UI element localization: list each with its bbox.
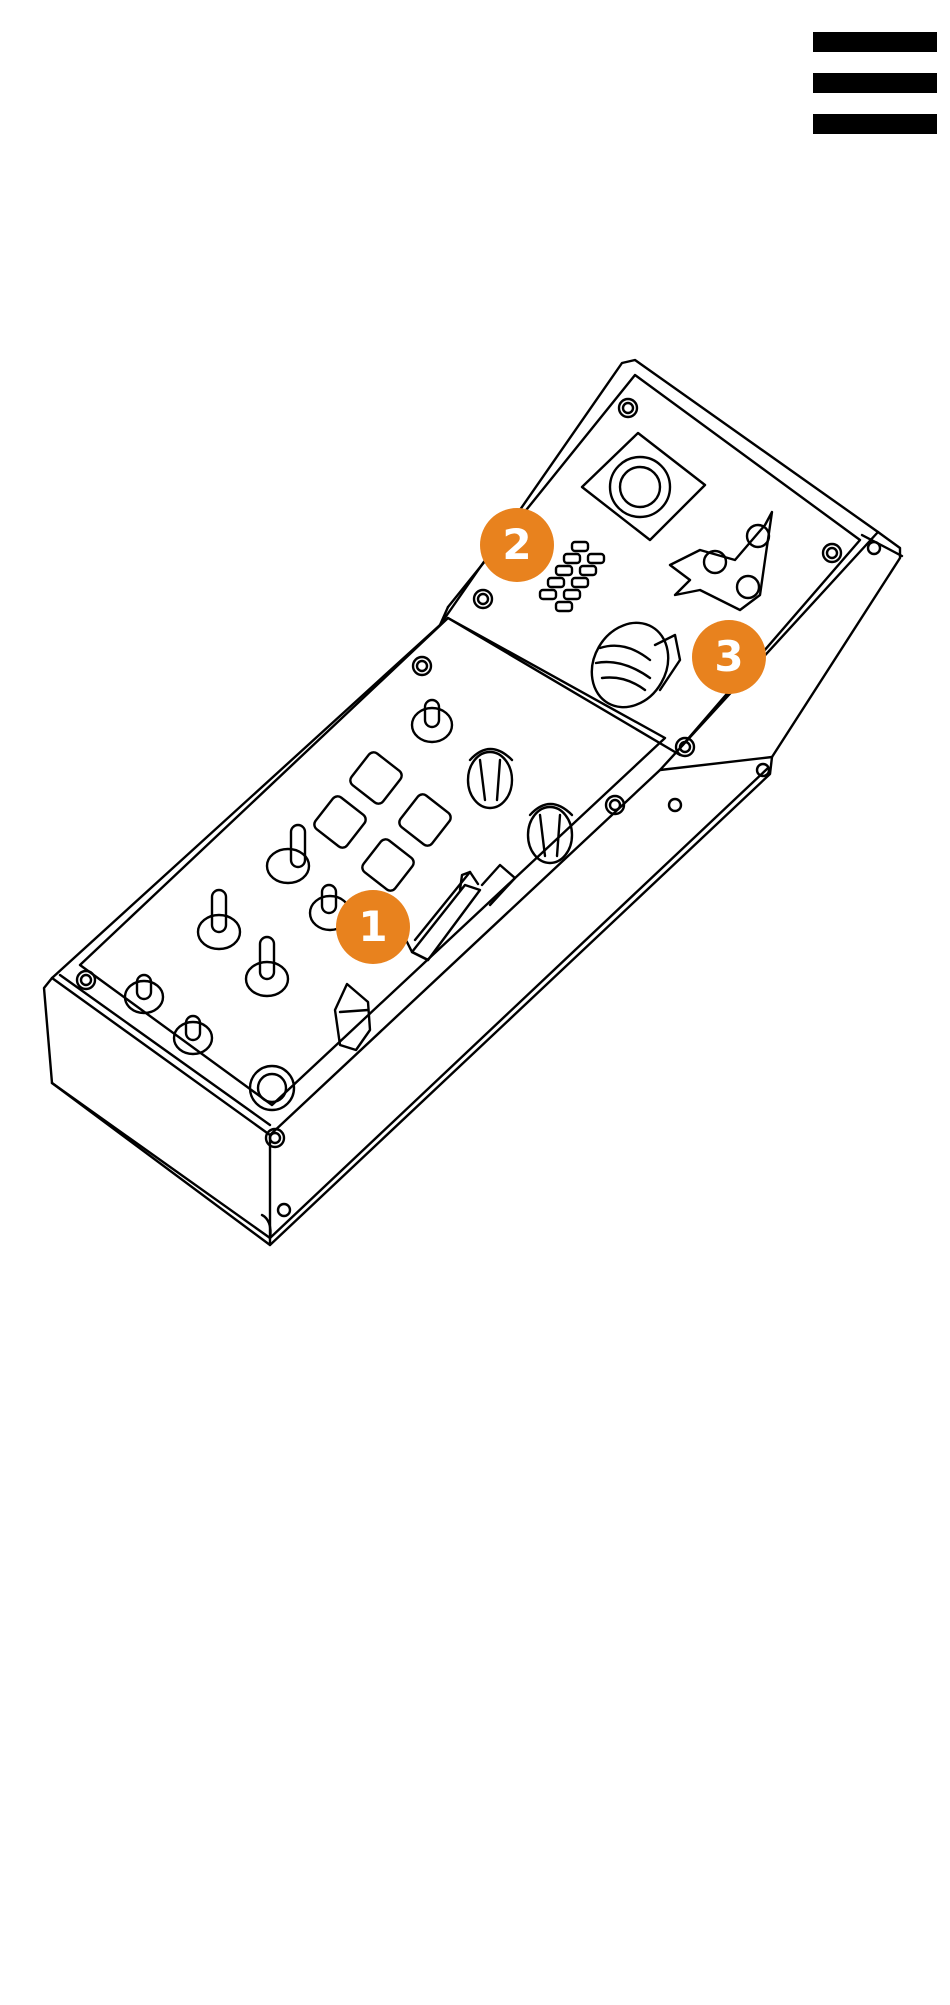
control-panel-illustration	[0, 0, 950, 1300]
joystick-module	[582, 433, 705, 540]
screws	[77, 399, 880, 1216]
hotspot-3-button[interactable]: 3	[692, 620, 766, 694]
rotary-knobs	[250, 749, 572, 1110]
hotspot-2-button[interactable]: 2	[480, 508, 554, 582]
slider-lever	[405, 865, 515, 960]
panel-body	[44, 360, 902, 1245]
push-buttons	[312, 750, 453, 893]
aircraft-diagram	[670, 512, 772, 610]
hotspot-1-button[interactable]: 1	[336, 890, 410, 964]
